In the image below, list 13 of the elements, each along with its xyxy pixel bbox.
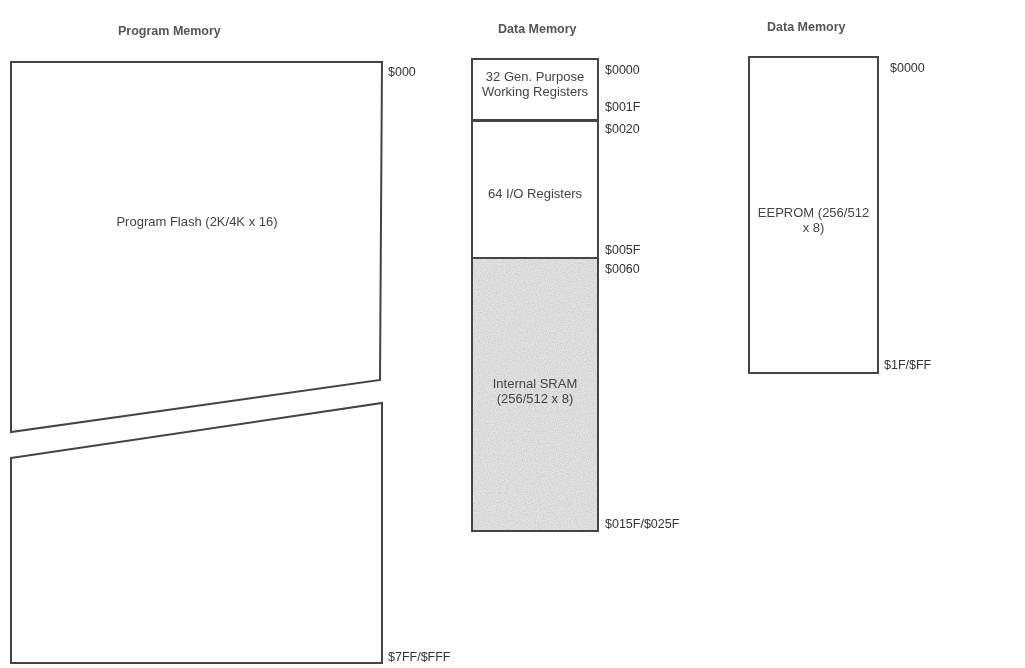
memory-label: 32 Gen. Purpose Working Registers — [481, 69, 589, 99]
memory-label: EEPROM (256/512 x 8) — [756, 205, 871, 235]
address-label: $0060 — [605, 262, 640, 276]
address-label: $0000 — [890, 61, 925, 75]
memory-label: Program Flash (2K/4K x 16) — [115, 214, 279, 229]
column-heading: Data Memory — [498, 22, 577, 36]
address-label: $001F — [605, 100, 641, 114]
memory-label: Internal SRAM (256/512 x 8) — [491, 376, 579, 406]
address-label: $0020 — [605, 122, 640, 136]
column-heading: Program Memory — [118, 24, 221, 38]
memory-label: 64 I/O Registers — [487, 186, 583, 201]
address-label: $005F — [605, 243, 641, 257]
column-heading: Data Memory — [767, 20, 846, 34]
